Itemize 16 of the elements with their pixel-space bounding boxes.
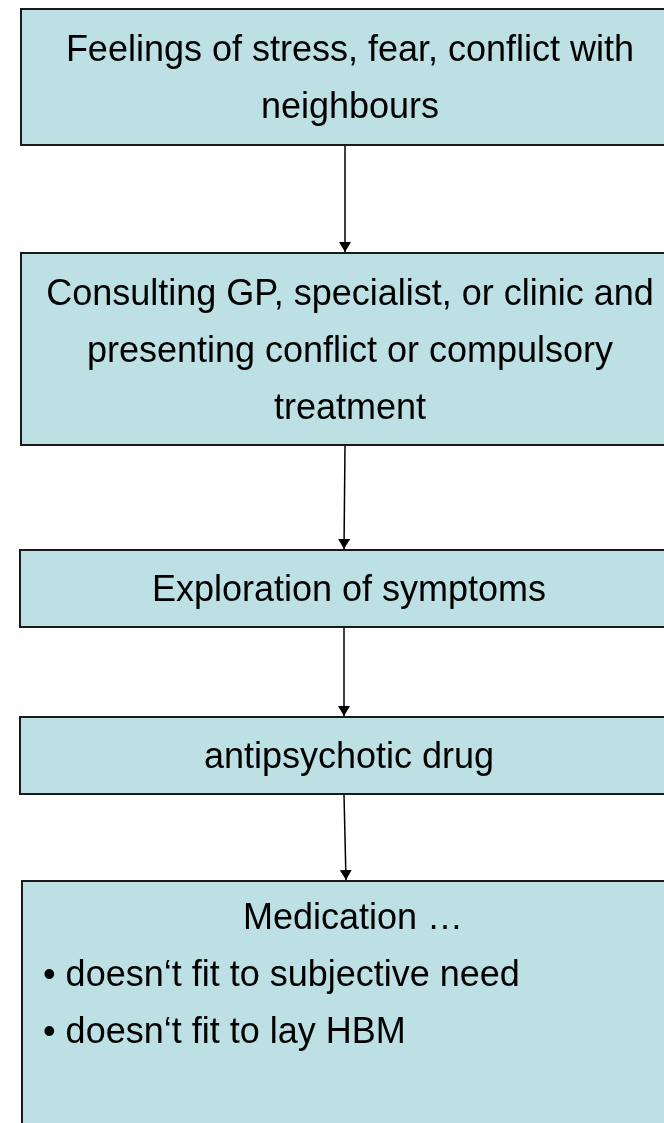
arrow	[339, 145, 351, 253]
arrow	[339, 794, 352, 881]
box-text: Feelings of stress, fear, conflict with neighbours	[64, 27, 636, 128]
box-text: Consulting GP, specialist, or clinic and presenting conflict or compulsory treatment	[45, 270, 655, 429]
arrow	[338, 627, 350, 717]
box-text: antipsychotic drug	[202, 734, 496, 778]
process-box	[20, 8, 664, 146]
bullet-text: • doesn‘t fit to subjective need	[43, 952, 521, 996]
box-text: Exploration of symptoms	[150, 567, 548, 611]
process-box	[19, 716, 664, 795]
process-box	[20, 252, 664, 446]
bullet-text: • doesn‘t fit to lay HBM	[43, 1009, 407, 1053]
box-text: Medication …	[241, 895, 465, 939]
process-box	[19, 549, 664, 628]
process-box	[21, 880, 664, 1123]
arrow	[338, 445, 351, 550]
